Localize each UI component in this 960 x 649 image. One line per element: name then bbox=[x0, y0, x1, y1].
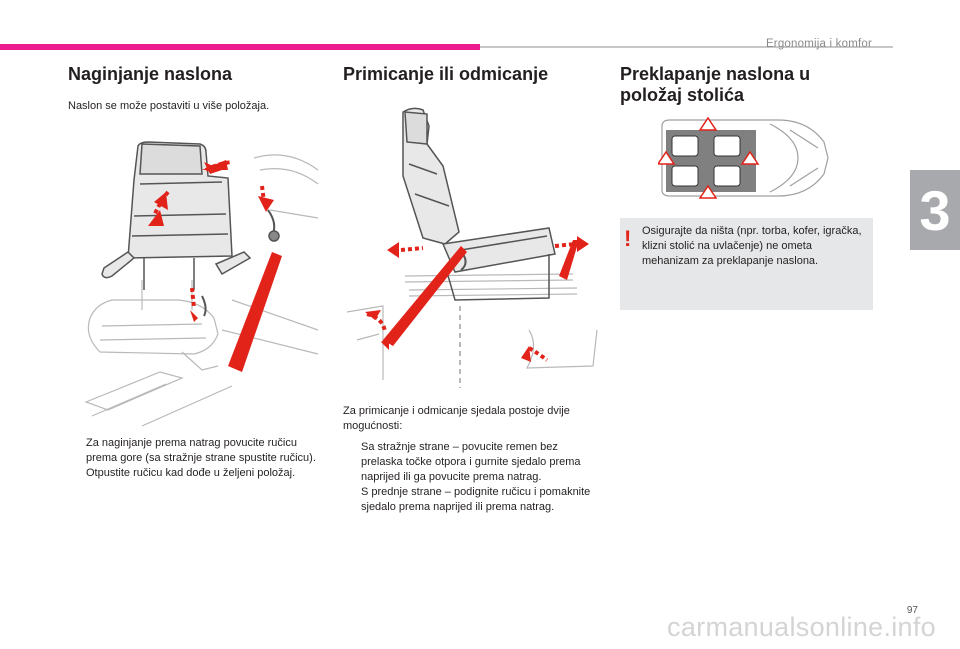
heading-fold: Preklapanje naslona u položaj stolića bbox=[620, 64, 811, 105]
column-recline: Naginjanje naslona Naslon se može postav… bbox=[68, 64, 318, 114]
seat-slide-illustration bbox=[346, 107, 598, 388]
column-fold: Preklapanje naslona u položaj stolića bbox=[620, 64, 876, 106]
header-rule bbox=[480, 46, 893, 48]
heading-recline: Naginjanje naslona bbox=[68, 64, 233, 84]
heading-slide: Primicanje ili odmicanje bbox=[343, 64, 549, 84]
watermark: carmanualsonline.info bbox=[667, 612, 936, 642]
bullets-slide: Sa stražnje strane – povucite remen bez … bbox=[343, 440, 601, 515]
intro-recline: Naslon se može postaviti u više položaja… bbox=[68, 100, 270, 112]
column-slide: Primicanje ili odmicanje bbox=[343, 64, 601, 85]
page-number: 97 bbox=[906, 605, 918, 616]
intro-slide: Za primicanje i odmicanje sjedala postoj… bbox=[343, 405, 570, 432]
list-item: S prednje strane – podignite ručicu i po… bbox=[361, 486, 591, 513]
seat-recline-illustration bbox=[84, 141, 319, 427]
chapter-tab: 3 bbox=[910, 170, 960, 250]
warning-text: Osigurajte da ništa (npr. torba, kofer, … bbox=[642, 225, 862, 267]
section-title: Ergonomija i komfor bbox=[765, 38, 872, 50]
header-accent-bar bbox=[0, 44, 480, 50]
list-item: Otpustite ručicu kad dođe u željeni polo… bbox=[86, 467, 296, 479]
exclamation-icon: ! bbox=[624, 226, 632, 251]
list-item: Sa stražnje strane – povucite remen bez … bbox=[361, 441, 581, 483]
warning-box: ! Osigurajte da ništa (npr. torba, kofer… bbox=[620, 218, 873, 310]
bullets-recline: Za naginjanje prema natrag povucite ruči… bbox=[68, 436, 322, 481]
list-item: Za naginjanje prema natrag povucite ruči… bbox=[86, 437, 316, 464]
car-top-view-illustration bbox=[658, 116, 829, 199]
